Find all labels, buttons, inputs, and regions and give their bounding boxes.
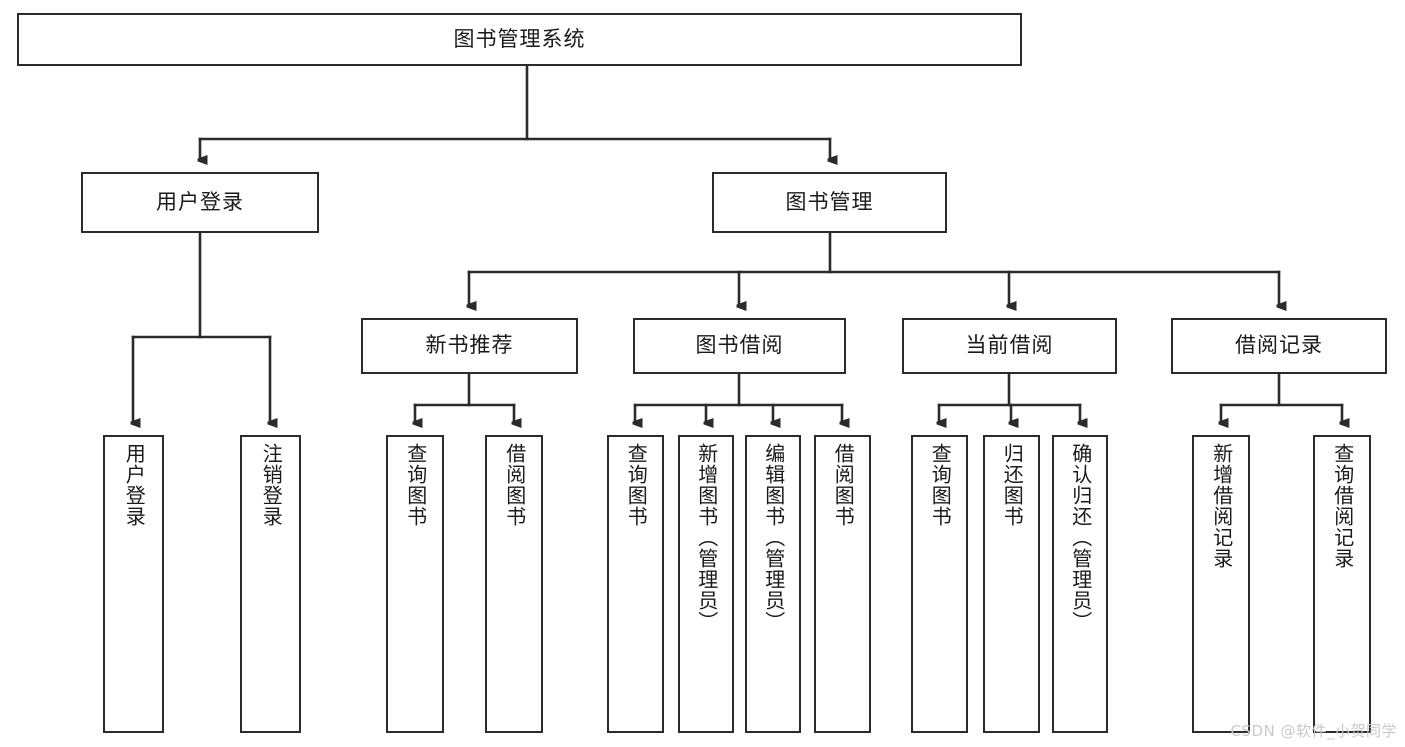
node-level2-current-borrow[interactable]: 当前借阅 (902, 318, 1117, 374)
node-level2-borrow-record[interactable]: 借阅记录 (1171, 318, 1387, 374)
leaf-query-borrow-record-label: 查询借阅记录 (1330, 443, 1355, 569)
leaf-add-book-admin-label: 新增图书（管理员） (694, 443, 719, 632)
leaf-query-book-borrow-label: 查询图书 (624, 443, 649, 527)
leaf-edit-book-admin-label: 编辑图书（管理员） (761, 443, 786, 632)
leaf-confirm-return-admin[interactable]: 确认归还（管理员） (1052, 435, 1108, 733)
leaf-user-login[interactable]: 用户登录 (103, 435, 164, 733)
leaf-user-login-label: 用户登录 (122, 443, 147, 527)
node-level1-book-management[interactable]: 图书管理 (712, 172, 947, 233)
node-root[interactable]: 图书管理系统 (17, 13, 1022, 66)
node-level2-new-book-recommend[interactable]: 新书推荐 (361, 318, 578, 374)
node-level2-new-book-recommend-label: 新书推荐 (425, 333, 514, 358)
leaf-logout-label: 注销登录 (259, 443, 284, 527)
leaf-borrow-book-newbook[interactable]: 借阅图书 (485, 435, 543, 733)
leaf-logout[interactable]: 注销登录 (240, 435, 301, 733)
leaf-query-book-newbook[interactable]: 查询图书 (386, 435, 444, 733)
node-level2-borrow-record-label: 借阅记录 (1235, 333, 1323, 358)
node-level2-book-borrow[interactable]: 图书借阅 (633, 318, 846, 374)
leaf-borrow-book[interactable]: 借阅图书 (814, 435, 871, 733)
leaf-add-book-admin[interactable]: 新增图书（管理员） (678, 435, 734, 733)
leaf-return-book[interactable]: 归还图书 (983, 435, 1040, 733)
leaf-query-book-current-label: 查询图书 (928, 443, 953, 527)
node-level1-book-management-label: 图书管理 (785, 189, 874, 214)
watermark: CSDN @软件_小贺同学 (1230, 722, 1397, 740)
leaf-query-book-current[interactable]: 查询图书 (911, 435, 968, 733)
node-level1-user-login-label: 用户登录 (156, 189, 244, 214)
leaf-query-borrow-record[interactable]: 查询借阅记录 (1313, 435, 1371, 733)
leaf-add-borrow-record[interactable]: 新增借阅记录 (1192, 435, 1250, 733)
leaf-query-book-borrow[interactable]: 查询图书 (607, 435, 664, 733)
leaf-return-book-label: 归还图书 (1000, 443, 1025, 527)
leaf-borrow-book-newbook-label: 借阅图书 (502, 443, 527, 527)
leaf-edit-book-admin[interactable]: 编辑图书（管理员） (745, 435, 801, 733)
node-level2-current-borrow-label: 当前借阅 (965, 333, 1054, 358)
leaf-confirm-return-admin-label: 确认归还（管理员） (1068, 443, 1093, 632)
node-root-label: 图书管理系统 (453, 26, 586, 51)
leaf-borrow-book-label: 借阅图书 (831, 443, 856, 527)
leaf-add-borrow-record-label: 新增借阅记录 (1209, 443, 1234, 569)
leaf-query-book-newbook-label: 查询图书 (403, 443, 428, 527)
node-level2-book-borrow-label: 图书借阅 (695, 333, 784, 358)
node-level1-user-login[interactable]: 用户登录 (81, 172, 319, 233)
